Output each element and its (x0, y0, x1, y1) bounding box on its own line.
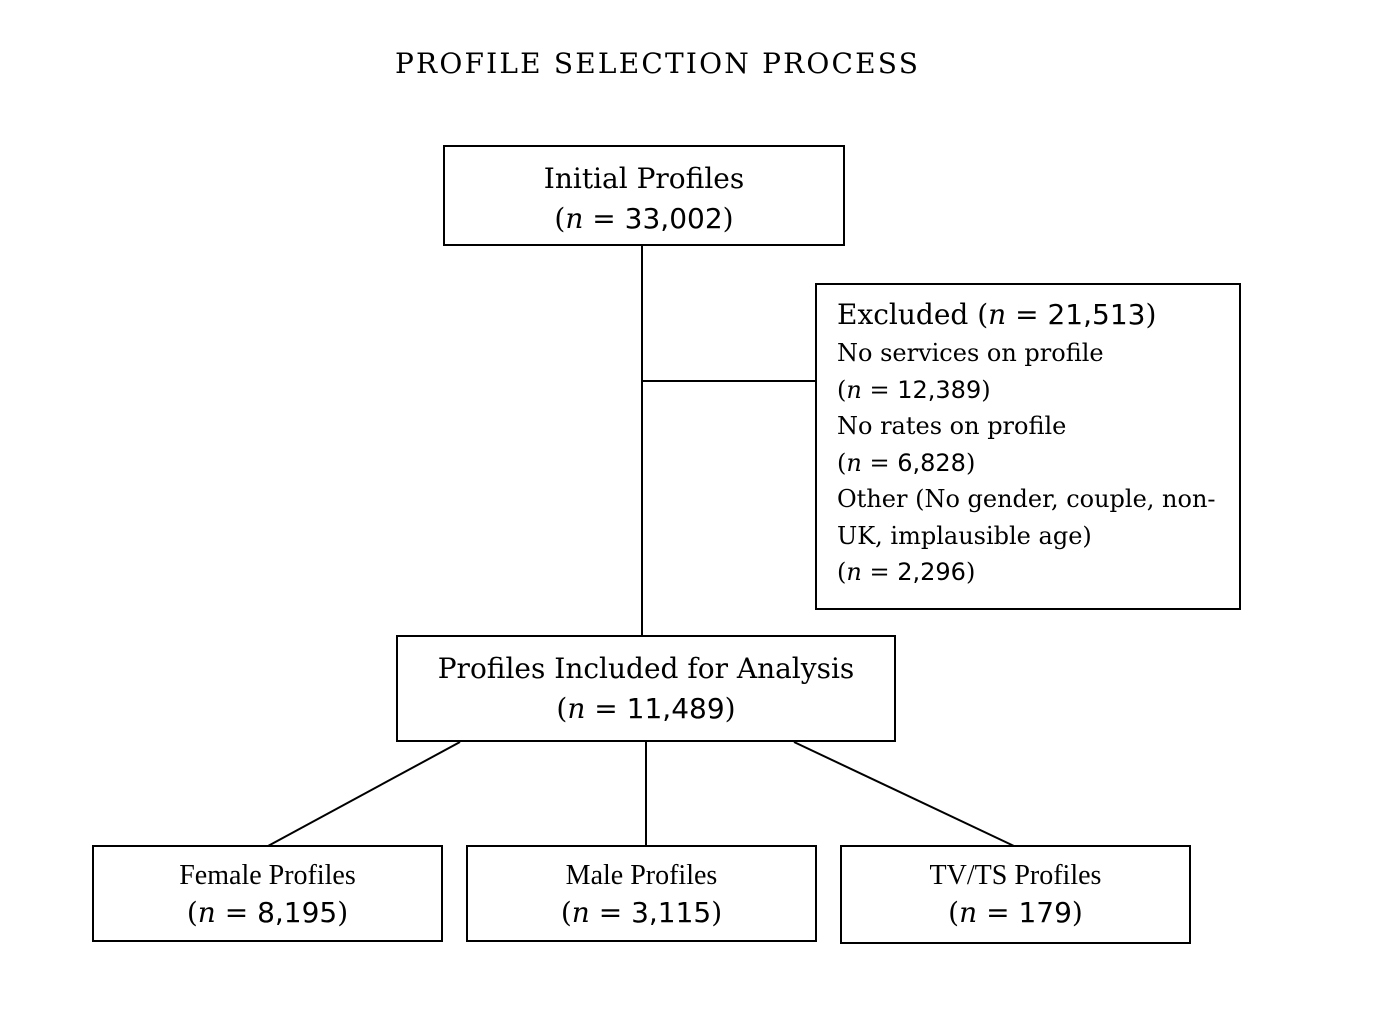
excluded-reason-no-rates-count: (n = 6,828) (837, 448, 976, 477)
initial-profiles-count: (n = 33,002) (554, 202, 734, 235)
included-profiles-label: Profiles Included for Analysis (437, 652, 855, 685)
excluded-box: Excluded (n = 21,513) No services on pro… (815, 283, 1241, 610)
included-profiles-box: Profiles Included for Analysis (n = 11,4… (396, 635, 896, 742)
male-profiles-label: Male Profiles (565, 860, 718, 891)
male-profiles-box: Male Profiles (n = 3,115) (466, 845, 817, 942)
excluded-reason-other-line2: UK, implausible age) (837, 521, 1092, 550)
included-profiles-count: (n = 11,489) (556, 692, 736, 725)
tvts-profiles-count: (n = 179) (948, 896, 1083, 929)
female-profiles-box: Female Profiles (n = 8,195) (92, 845, 443, 942)
excluded-reason-no-rates: No rates on profile (837, 412, 1067, 440)
excluded-reason-other-count: (n = 2,296) (837, 558, 976, 586)
excluded-reason-no-services-count: (n = 12,389) (837, 375, 991, 404)
excluded-reason-other-line1: Other (No gender, couple, non- (837, 485, 1216, 513)
female-profiles-label: Female Profiles (179, 860, 356, 891)
initial-profiles-label: Initial Profiles (543, 162, 745, 195)
initial-profiles-box: Initial Profiles (n = 33,002) (443, 145, 845, 246)
male-profiles-count: (n = 3,115) (560, 896, 723, 929)
connector-included-to-tvts (793, 741, 1015, 847)
female-profiles-count: (n = 8,195) (186, 896, 349, 929)
tvts-profiles-label: TV/TS Profiles (929, 860, 1102, 891)
tvts-profiles-box: TV/TS Profiles (n = 179) (840, 845, 1191, 944)
diagram-title: PROFILE SELECTION PROCESS (395, 47, 921, 80)
excluded-label: Excluded (n = 21,513) (837, 298, 1157, 331)
excluded-reason-no-services: No services on profile (837, 339, 1104, 367)
connector-included-to-female (267, 741, 461, 847)
